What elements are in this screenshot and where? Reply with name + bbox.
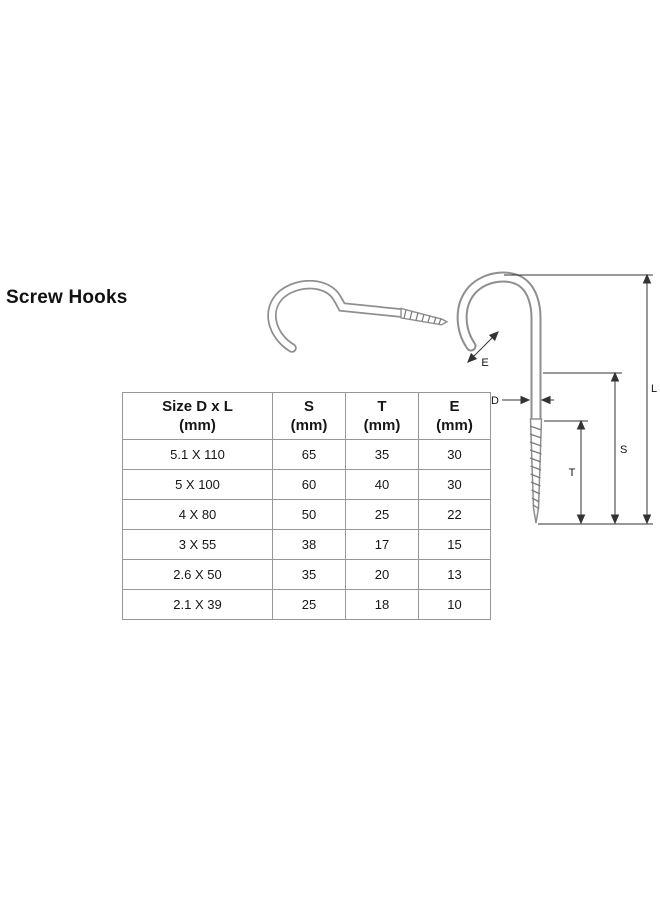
table-cell: 50 (272, 499, 346, 530)
screw-hook-side-image (267, 280, 449, 353)
table-cell: 40 (345, 469, 419, 500)
header-line: Size D x L (162, 397, 233, 415)
table-row: 3 X 55 38 17 15 (122, 529, 491, 560)
table-cell: 65 (272, 439, 346, 470)
table-cell: 38 (272, 529, 346, 560)
table-cell: 2.6 X 50 (122, 559, 273, 590)
table-cell: 25 (272, 589, 346, 620)
header-line: S (303, 397, 314, 415)
header-line: E (449, 397, 460, 415)
table-cell: 15 (418, 529, 491, 560)
table-row: 2.6 X 50 35 20 13 (122, 559, 491, 590)
dim-label-l: L (651, 383, 657, 395)
table-cell: 35 (272, 559, 346, 590)
header-line: T (377, 397, 387, 415)
dim-label-d: D (491, 395, 499, 407)
table-cell: 18 (345, 589, 419, 620)
spec-table: Size D x L (mm) S (mm) T (mm) E (mm) (122, 392, 491, 620)
thread-lines (529, 425, 542, 510)
table-cell: 10 (418, 589, 491, 620)
hook-body (267, 280, 449, 353)
table-row: 5.1 X 110 65 35 30 (122, 439, 491, 470)
page-title: Screw Hooks (6, 287, 128, 308)
thread-lines (403, 309, 442, 325)
dimension-lines (467, 273, 653, 525)
table-cell: 13 (418, 559, 491, 590)
table-cell: 60 (272, 469, 346, 500)
table-cell: 30 (418, 469, 491, 500)
header-unit: (mm) (436, 417, 473, 434)
table-row: 2.1 X 39 25 18 10 (122, 589, 491, 620)
table-row: 5 X 100 60 40 30 (122, 469, 491, 500)
header-unit: (mm) (179, 417, 216, 434)
table-header-cell: Size D x L (mm) (122, 392, 273, 440)
hook-body (456, 271, 543, 524)
table-cell: 22 (418, 499, 491, 530)
table-row: 4 X 80 50 25 22 (122, 499, 491, 530)
screw-hook-dimension-diagram: E D T S L (456, 271, 657, 525)
table-cell: 17 (345, 529, 419, 560)
table-cell: 20 (345, 559, 419, 590)
dimension-labels: E D T S L (481, 357, 657, 479)
table-header-row: Size D x L (mm) S (mm) T (mm) E (mm) (122, 392, 491, 440)
table-cell: 4 X 80 (122, 499, 273, 530)
table-cell: 5 X 100 (122, 469, 273, 500)
table-header-cell: S (mm) (272, 392, 346, 440)
dim-label-t: T (569, 467, 576, 479)
dim-label-s: S (620, 444, 627, 456)
table-cell: 5.1 X 110 (122, 439, 273, 470)
table-cell: 2.1 X 39 (122, 589, 273, 620)
table-cell: 3 X 55 (122, 529, 273, 560)
table-cell: 35 (345, 439, 419, 470)
table-header-cell: E (mm) (418, 392, 491, 440)
table-cell: 30 (418, 439, 491, 470)
header-unit: (mm) (363, 417, 401, 434)
table-cell: 25 (345, 499, 419, 530)
table-header-cell: T (mm) (345, 392, 419, 440)
dim-label-e: E (481, 357, 488, 369)
header-unit: (mm) (290, 417, 328, 434)
